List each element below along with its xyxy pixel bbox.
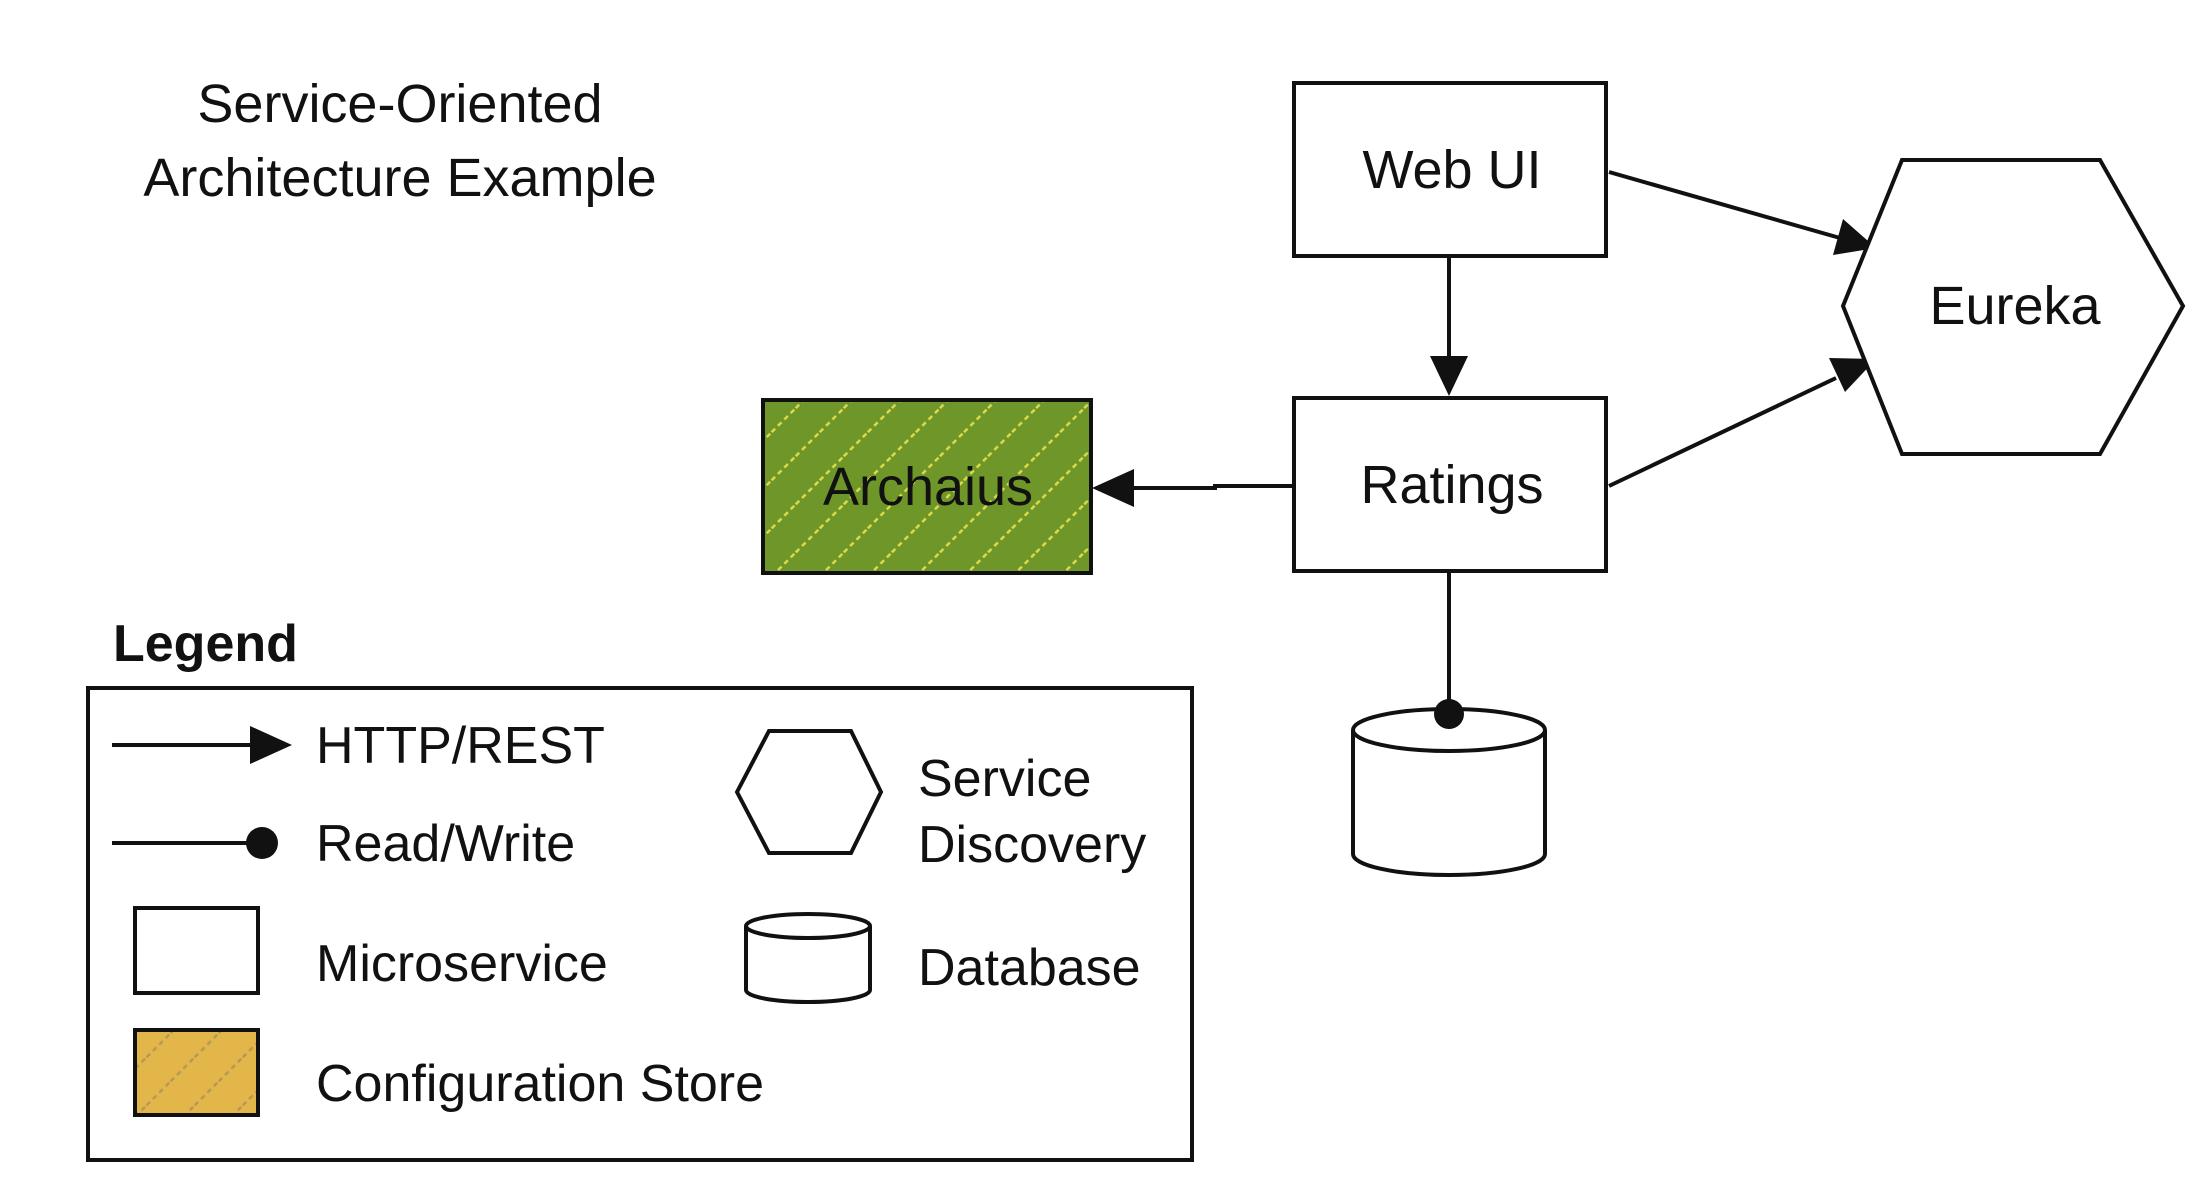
archaius-box: [761, 398, 1093, 575]
eureka-label: Eureka: [1929, 276, 2101, 336]
ratings-label: Ratings: [1360, 455, 1543, 515]
archaius-label: Archaius: [823, 457, 1033, 517]
arrowhead-to-ratings: [1430, 356, 1468, 396]
eureka-node: Eureka: [1840, 158, 2186, 456]
legend-database-label: Database: [918, 939, 1141, 997]
arrowheads: [1092, 219, 1876, 507]
arrowhead-to-archaius: [1092, 469, 1134, 507]
archaius-node: Archaius: [761, 398, 1093, 575]
database-cylinder-body: [1351, 730, 1547, 877]
legend-title: Legend: [113, 615, 298, 673]
ratings-box: [1292, 396, 1608, 573]
legend-read-write-dot: [246, 827, 278, 859]
connectors: [1130, 170, 1841, 712]
web-ui-label: Web UI: [1362, 140, 1541, 200]
legend-microservice-box: [133, 906, 260, 995]
database-read-write-dot: [1434, 699, 1464, 729]
ratings-to-eureka-line: [1608, 376, 1837, 488]
eureka-hexagon: [1840, 158, 2186, 456]
diagram-title-line2: Architecture Example: [143, 148, 656, 208]
legend-http-rest-label: HTTP/REST: [316, 717, 605, 775]
ratings-to-archaius-line: [1130, 484, 1294, 490]
database-node: [1351, 699, 1547, 877]
legend-service-discovery-hexagon: [734, 729, 884, 855]
web-ui-box: [1292, 81, 1608, 258]
web-ui-to-eureka-line: [1608, 170, 1841, 240]
legend: Legend HTTP/REST Read/Write Microservice…: [86, 615, 1194, 1162]
legend-database-cylinder-body: [744, 926, 872, 1004]
ratings-node: Ratings: [1292, 396, 1608, 573]
legend-database-cylinder-top: [744, 912, 872, 940]
arrowhead-to-eureka-bottom: [1829, 358, 1876, 392]
legend-service-discovery-label-line2: Discovery: [918, 816, 1146, 874]
web-ui-node: Web UI: [1292, 81, 1608, 258]
legend-read-write-label: Read/Write: [316, 815, 575, 873]
legend-http-rest-arrowhead: [250, 726, 292, 764]
legend-config-store-box: [133, 1028, 260, 1117]
legend-service-discovery-label-line1: Service: [918, 750, 1091, 808]
legend-config-store-label: Configuration Store: [316, 1055, 764, 1113]
legend-box: [86, 686, 1194, 1162]
diagram-title-line1: Service-Oriented: [197, 74, 602, 134]
legend-microservice-label: Microservice: [316, 935, 608, 993]
